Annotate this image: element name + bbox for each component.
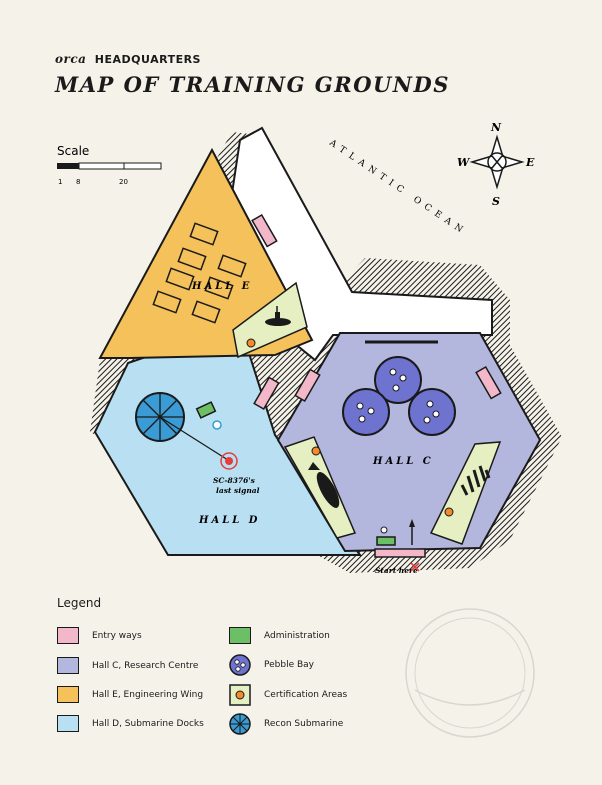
compass-rose: N S E W <box>457 121 535 208</box>
hall-c-cert-star-left-icon <box>311 446 321 456</box>
legend-swatch-hall-e <box>57 686 79 703</box>
hall-c-cert-star-right-icon <box>444 507 454 517</box>
compass-s: S <box>492 195 500 208</box>
hall-e-desks <box>152 222 247 324</box>
compass-n: N <box>490 121 502 134</box>
certification-icon <box>229 684 251 706</box>
recon-submarine-legend-icon <box>229 713 251 735</box>
legend-item-certification-areas: Certification Areas <box>229 684 347 706</box>
scale-label: Scale <box>57 144 89 158</box>
legend-item-entry-ways: Entry ways <box>57 627 142 644</box>
legend-title: Legend <box>57 596 102 610</box>
hall-e-submarine-icon <box>265 306 291 326</box>
signal-ring-icon <box>220 452 238 470</box>
legend-item-hall-d: Hall D, Submarine Docks <box>57 715 204 732</box>
legend-label: Recon Submarine <box>264 719 344 729</box>
scale-tick-1: 1 <box>58 178 62 186</box>
signal-label-1: SC-8376's <box>213 476 256 485</box>
legend-label: Pebble Bay <box>264 660 314 670</box>
hall-d-label: HALL D <box>198 515 260 526</box>
scale-bar: Scale 1 8 20 <box>57 144 162 186</box>
hall-d-cert-star-icon <box>212 420 222 430</box>
ocean-label: ATLANTIC OCEAN <box>326 138 468 238</box>
signal-dot-icon <box>225 457 233 465</box>
sonar-icon <box>460 465 491 496</box>
hall-c-label: HALL C <box>372 456 434 467</box>
hall-c-admin-dot-icon <box>380 526 388 534</box>
hall-e-label: HALL E <box>191 281 252 292</box>
fish-icon <box>308 462 340 508</box>
hall-d-admin <box>195 401 217 419</box>
ocean-label-group: ATLANTIC OCEAN <box>326 138 468 238</box>
hall-c-admin <box>376 536 396 546</box>
pebble-bay-icon <box>229 654 251 676</box>
legend-label: Entry ways <box>92 630 142 641</box>
entry-ways <box>251 213 502 558</box>
page-title: MAP OF TRAINING GROUNDS <box>55 72 450 97</box>
pebble-bay <box>342 356 456 436</box>
legend-item-administration: Administration <box>229 627 330 644</box>
scale-tick-20: 20 <box>119 178 128 186</box>
legend-label: Certification Areas <box>264 690 348 700</box>
legend-label: Hall C, Research Centre <box>92 660 199 671</box>
legend-label: Hall E, Engineering Wing <box>92 689 204 700</box>
signal-label-2: last signal <box>216 486 260 495</box>
kicker-text: HEADQUARTERS <box>94 53 201 66</box>
legend-swatch-hall-c <box>57 657 79 674</box>
legend-item-hall-e: Hall E, Engineering Wing <box>57 686 203 703</box>
compass-w: W <box>457 156 471 169</box>
start-arrowhead-icon <box>409 519 415 527</box>
legend-swatch-hall-d <box>57 715 79 732</box>
signal-line <box>159 416 229 461</box>
legend-label: Hall D, Submarine Docks <box>92 718 204 729</box>
legend-swatch-entry <box>57 627 79 644</box>
legend-item-recon-submarine: Recon Submarine <box>229 713 343 735</box>
scale-tick-8: 8 <box>76 178 80 186</box>
legend-swatch-admin <box>229 627 251 644</box>
start-x-icon <box>410 562 420 572</box>
hall-e-cert-star-icon <box>246 338 256 348</box>
watermark-stamp <box>405 608 535 738</box>
legend-label: Administration <box>264 630 330 641</box>
legend-item-hall-c: Hall C, Research Centre <box>57 657 198 674</box>
compass-e: E <box>525 156 535 169</box>
brand-name: orca <box>55 52 87 66</box>
start-label: Start here <box>375 566 418 575</box>
legend-item-pebble-bay: Pebble Bay <box>229 654 314 676</box>
header-kicker: orca HEADQUARTERS <box>55 52 201 66</box>
